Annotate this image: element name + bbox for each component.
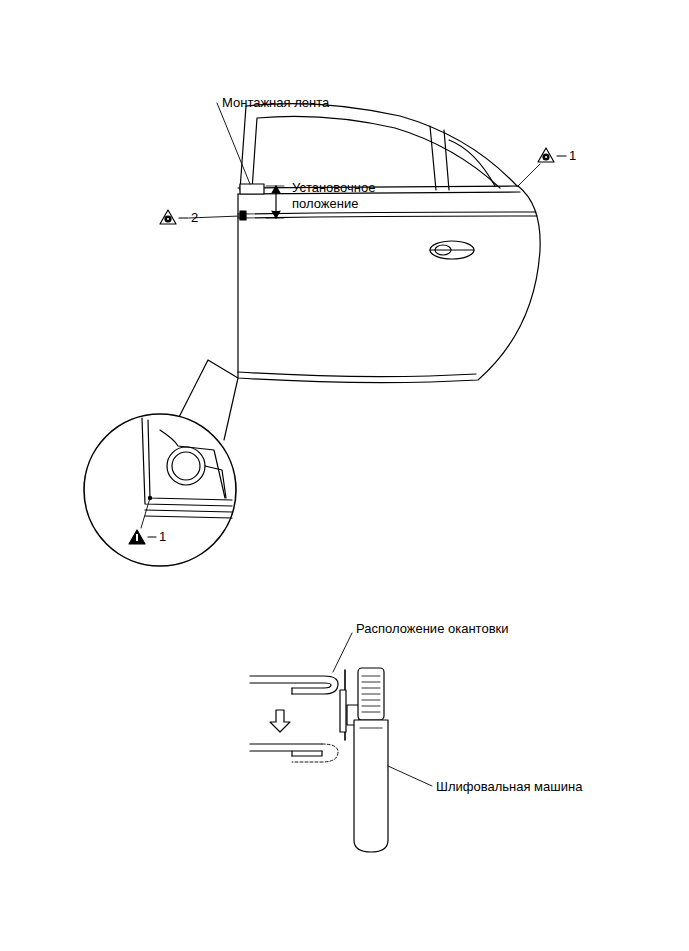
callout-number: 2 bbox=[191, 210, 198, 226]
part-label: Монтажная лента bbox=[222, 95, 329, 111]
callout-number: 1 bbox=[159, 529, 166, 545]
part-label: Установочное положение bbox=[292, 180, 404, 212]
part-label: Шлифовальная машина bbox=[436, 779, 582, 795]
callout-number: 1 bbox=[569, 148, 576, 164]
part-label: Расположение окантовки bbox=[356, 621, 508, 637]
